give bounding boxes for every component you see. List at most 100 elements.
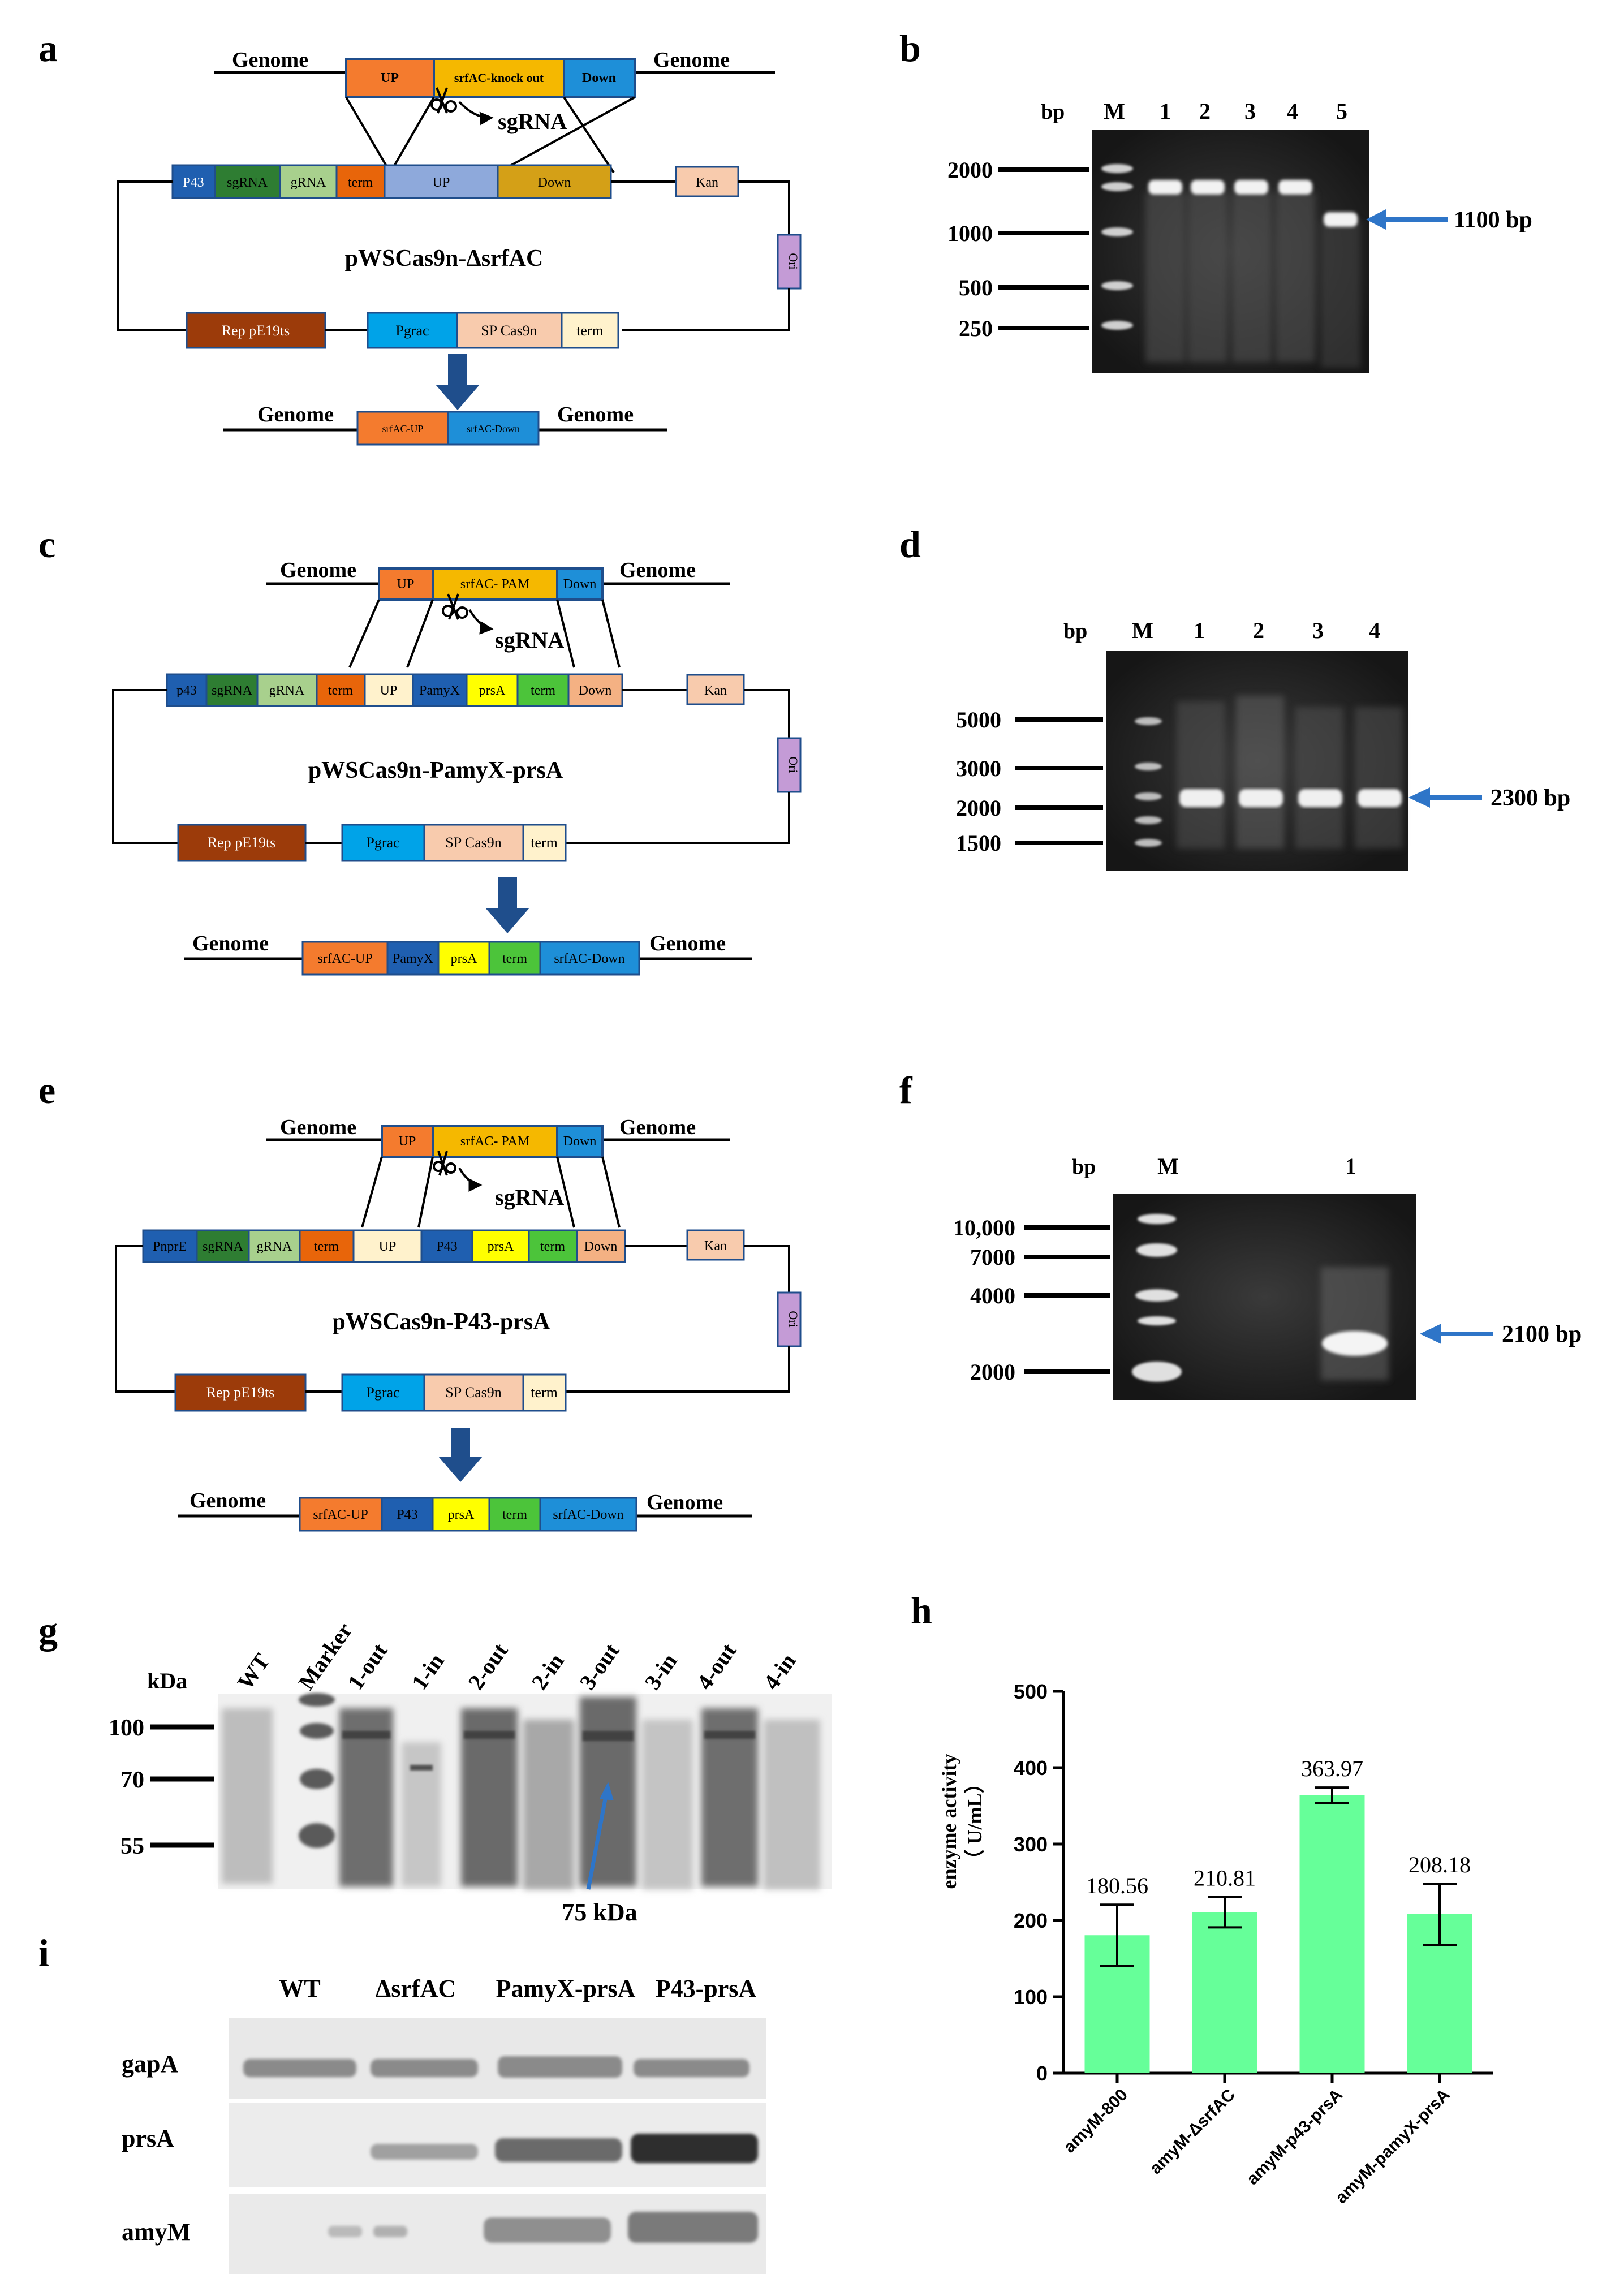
genome-label-left-c: Genome: [280, 558, 356, 582]
plasmid-p43: P43: [183, 175, 204, 190]
gel-d-lane-3: 3: [1312, 618, 1324, 643]
scissors-icon: [433, 1151, 456, 1176]
kan-label: Kan: [696, 175, 718, 190]
sds-ladder-100: 100: [109, 1715, 144, 1741]
panel-g: g kDa WT Marker 1-out 1-in 2-out 2-in 3-…: [38, 1609, 832, 1926]
sds-lane-9: 4-in: [759, 1649, 801, 1694]
chart-ylabel-2: （ U/mL）: [963, 1773, 986, 1869]
panel-e: e Genome Genome UP srfAC- PAM Down sgRNA…: [38, 1069, 802, 1532]
panel-letter-d: d: [899, 523, 921, 566]
panel-c: c Genome Genome UP srfAC- PAM Down sgRNA: [38, 523, 802, 976]
panel-a: a Genome Genome UP srfAC-knock out Down …: [38, 27, 802, 446]
gel-b-arrow-label: 1100 bp: [1454, 207, 1532, 233]
down-label-e: Down: [563, 1134, 597, 1149]
plasmid-e-4: UP: [379, 1239, 397, 1254]
panel-letter-i: i: [38, 1931, 49, 1974]
panel-letter-a: a: [38, 27, 58, 70]
panel-d: d bp M 1 2 3 4 5000 30: [899, 523, 1570, 871]
genome-label-right-c: Genome: [619, 558, 696, 582]
bar: [1299, 1795, 1365, 2073]
error-bar: [1315, 1786, 1349, 1804]
x-category-label: amyM-800: [1060, 2086, 1131, 2157]
bar-value-label: 208.18: [1408, 1852, 1471, 1877]
up-label: UP: [381, 71, 399, 85]
sds-lane-3: 1-in: [407, 1649, 449, 1694]
genome-label-left: Genome: [232, 48, 308, 72]
gel-b-ladder-2000: 2000: [947, 157, 993, 183]
chart-ylabel-1: enzyme activity: [938, 1754, 960, 1889]
srfac-label-e: srfAC- PAM: [460, 1134, 529, 1149]
pgrac-label-e: Pgrac: [366, 1384, 399, 1401]
result-genome-right-c: Genome: [649, 932, 726, 955]
gel-b-bp-label: bp: [1041, 100, 1065, 124]
srfac-label-c: srfAC- PAM: [460, 577, 529, 592]
scissors-icon: [442, 593, 468, 620]
y-tick-label: 0: [1036, 2062, 1048, 2085]
plasmid-c-7: term: [531, 683, 555, 698]
up-label-e: UP: [399, 1134, 416, 1149]
sds-lane-7: 3-in: [640, 1649, 682, 1694]
plasmid-e-5: P43: [436, 1239, 457, 1254]
plasmid-grna: gRNA: [291, 175, 326, 190]
panel-letter-g: g: [38, 1609, 58, 1652]
result-c-2: prsA: [451, 951, 477, 966]
kan-label-c: Kan: [704, 683, 727, 698]
sgrna-label: sgRNA: [498, 109, 567, 134]
ori-label-c: Ori: [786, 756, 800, 773]
srfac-label: srfAC-knock out: [454, 71, 544, 85]
gel-b-lane-3: 3: [1244, 98, 1256, 124]
sds-ladder-55: 55: [120, 1833, 144, 1859]
y-tick-label: 100: [1014, 1985, 1048, 2009]
plasmid-e-2: gRNA: [257, 1239, 292, 1254]
sds-ladder-70: 70: [120, 1767, 144, 1793]
plasmid-name-c: pWSCas9n-PamyX-prsA: [308, 757, 563, 783]
sgrna-label-e: sgRNA: [495, 1184, 564, 1210]
down-arrow-icon: [485, 877, 529, 933]
plasmid-c-0: p43: [176, 683, 197, 698]
result-c-0: srfAC-UP: [317, 951, 372, 966]
cas-label: SP Cas9n: [481, 322, 537, 339]
sds-lane-8: 4-out: [692, 1638, 742, 1694]
panel-i: i WT ΔsrfAC PamyX-prsA P43-prsA gapA prs…: [38, 1931, 766, 2274]
plasmid-c-1: sgRNA: [212, 683, 253, 698]
x-category-label: amyM-p43-prsA: [1243, 2086, 1346, 2189]
gel-d-lane-2: 2: [1253, 618, 1264, 643]
gel-b-lane-4: 4: [1287, 98, 1298, 124]
gel-d-ladder-1500: 1500: [956, 830, 1001, 856]
ori-label-e: Ori: [786, 1311, 800, 1327]
bar-value-label: 363.97: [1301, 1756, 1363, 1781]
plasmid-name-e: pWSCas9n-P43-prsA: [332, 1309, 550, 1335]
result-e-3: term: [502, 1507, 527, 1522]
sds-lane-6: 3-out: [575, 1638, 624, 1694]
i-col-1: ΔsrfAC: [376, 1975, 456, 2002]
srfac-box: [433, 58, 565, 98]
term2-label: term: [576, 322, 604, 339]
pgrac-label-c: Pgrac: [366, 834, 399, 851]
sds-arrow-label: 75 kDa: [562, 1898, 637, 1926]
gel-f-bp-label: bp: [1072, 1155, 1096, 1179]
cas-label-c: SP Cas9n: [445, 834, 501, 851]
x-category-label: amyM-pamyX-prsA: [1332, 2086, 1453, 2207]
down-arrow-icon: [436, 354, 480, 410]
sds-lane-2: 1-out: [343, 1638, 393, 1694]
panel-b: b bp M 1 2 3 4 5: [899, 27, 1532, 373]
genome-label-left-e: Genome: [280, 1115, 356, 1139]
kan-label-e: Kan: [704, 1239, 727, 1253]
plasmid-down: Down: [538, 175, 571, 190]
result-genome-left-c: Genome: [192, 932, 269, 955]
panel-letter-e: e: [38, 1069, 55, 1112]
gel-f-arrow-label: 2100 bp: [1502, 1321, 1582, 1347]
i-col-0: WT: [279, 1975, 320, 2002]
term2-label-e: term: [531, 1384, 558, 1401]
plasmid-term: term: [348, 175, 373, 190]
result-genome-left: Genome: [257, 403, 334, 427]
sgrna-label-c: sgRNA: [495, 627, 564, 653]
plasmid-c-8: Down: [579, 683, 612, 698]
sds-lane-4: 2-out: [463, 1638, 513, 1694]
result-genome-right-e: Genome: [647, 1491, 723, 1514]
plasmid-name-a: pWSCas9n-ΔsrfAC: [345, 245, 544, 272]
arrow-icon: [1420, 1324, 1441, 1344]
gel-f-ladder-2000: 2000: [970, 1359, 1015, 1385]
gel-f-lane-m: M: [1157, 1153, 1179, 1179]
gel-d-lane-m: M: [1132, 618, 1153, 643]
